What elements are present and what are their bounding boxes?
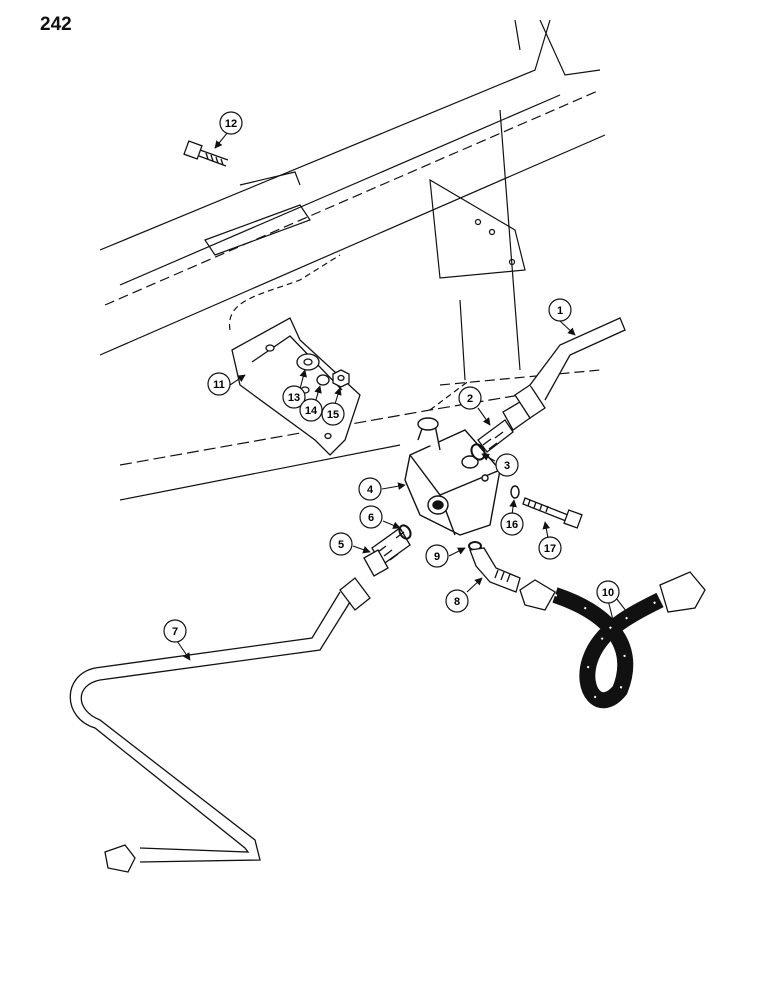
- fitting-2: [477, 401, 531, 453]
- callout-3: 3: [495, 453, 519, 477]
- tube-7: [69, 577, 371, 873]
- svg-text:2: 2: [467, 393, 473, 405]
- callout-16: 16: [500, 512, 524, 536]
- svg-text:5: 5: [338, 539, 344, 551]
- leader-lines: [174, 131, 631, 661]
- callout-14: 14: [299, 398, 323, 422]
- svg-text:12: 12: [225, 118, 237, 130]
- callout-1: 1: [548, 298, 572, 322]
- svg-text:4: 4: [367, 484, 374, 496]
- callout-9: 9: [425, 544, 449, 568]
- leader-15: [334, 387, 342, 405]
- washer-13: [296, 353, 320, 371]
- page-number: 242: [40, 14, 72, 35]
- valve-block-4: [404, 417, 501, 536]
- fitting-5: [363, 527, 411, 577]
- washer-16: [510, 485, 520, 499]
- leader-9: [448, 547, 466, 557]
- svg-text:8: 8: [454, 596, 460, 608]
- elbow-8: [469, 547, 521, 593]
- leader-5: [352, 545, 371, 554]
- leader-12: [214, 131, 229, 149]
- svg-text:6: 6: [368, 512, 374, 524]
- leader-3: [481, 453, 496, 462]
- svg-text:10: 10: [602, 587, 614, 599]
- callout-15: 15: [321, 402, 345, 426]
- callout-8: 8: [445, 589, 469, 613]
- svg-text:9: 9: [434, 551, 440, 563]
- leader-10a: [607, 599, 618, 629]
- callout-11: 11: [207, 372, 231, 396]
- callout-2: 2: [458, 386, 482, 410]
- leader-2: [477, 407, 491, 426]
- svg-text:13: 13: [288, 392, 300, 404]
- svg-text:3: 3: [504, 460, 510, 472]
- svg-text:17: 17: [544, 543, 556, 555]
- callouts: 1 2 3 4 5 6 7 8 9 10 11 12 13 14 15 16 1…: [163, 111, 620, 643]
- leader-6: [382, 520, 401, 529]
- o-ring-6: [398, 524, 412, 540]
- callout-12: 12: [219, 111, 243, 135]
- bolt-12: [183, 140, 229, 167]
- svg-text:1: 1: [557, 305, 563, 317]
- callout-5: 5: [329, 532, 353, 556]
- svg-text:11: 11: [213, 379, 225, 391]
- nut-15: [332, 369, 350, 388]
- leader-10b: [615, 597, 631, 617]
- callout-7: 7: [163, 619, 187, 643]
- leader-8: [466, 577, 483, 593]
- tube-1: [514, 317, 626, 419]
- machine-frame: [99, 19, 606, 501]
- leader-17: [542, 521, 551, 539]
- leader-1: [559, 320, 576, 336]
- callout-10: 10: [596, 580, 620, 604]
- callout-4: 4: [358, 477, 382, 501]
- leader-4: [381, 482, 406, 490]
- bolt-17: [522, 497, 583, 529]
- leader-13: [299, 369, 307, 390]
- svg-text:7: 7: [172, 626, 178, 638]
- callout-6: 6: [359, 505, 383, 529]
- callout-13: 13: [282, 385, 306, 409]
- svg-text:15: 15: [327, 409, 339, 421]
- svg-text:16: 16: [506, 519, 518, 531]
- callout-17: 17: [538, 536, 562, 560]
- svg-text:14: 14: [305, 405, 318, 417]
- leader-11: [229, 374, 246, 386]
- lockwasher-14: [316, 374, 330, 386]
